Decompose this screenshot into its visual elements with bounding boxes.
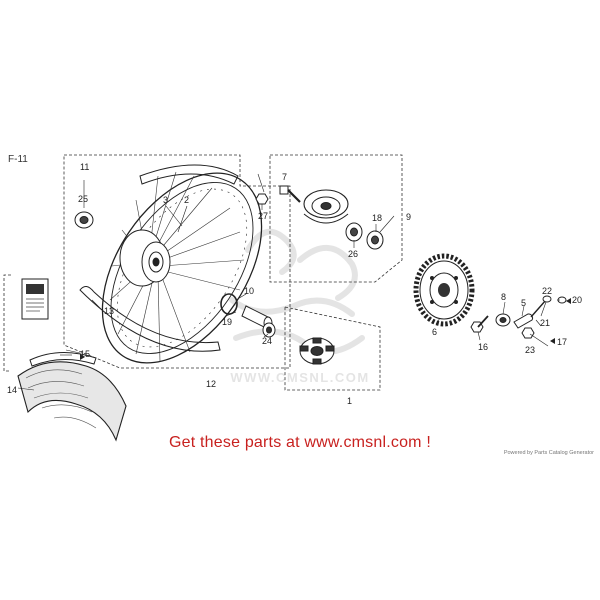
marker-arrows <box>80 298 571 360</box>
seal-24 <box>262 322 276 338</box>
caution-label-sticker <box>21 278 49 320</box>
nut-27 <box>255 193 269 205</box>
collar-8 <box>495 313 511 327</box>
leader-lines <box>17 173 560 391</box>
callout-5: 5 <box>521 298 526 308</box>
callout-9: 9 <box>406 212 411 222</box>
callout-14: 14 <box>7 385 17 395</box>
callout-17: 17 <box>557 337 567 347</box>
rim-strip <box>29 351 97 367</box>
figure-code: F-11 <box>8 154 28 165</box>
seal-18 <box>366 230 384 250</box>
bearing-26 <box>345 222 363 242</box>
callout-26: 26 <box>348 249 358 259</box>
washer-22-20 <box>542 295 567 304</box>
bolt-16 <box>470 315 489 333</box>
powered-by-text: Powered by Parts Catalog Generator <box>503 450 594 456</box>
chain-adjuster-5 <box>513 299 547 329</box>
hub-assembly-dashed-box <box>269 154 403 283</box>
o-ring-10 <box>220 293 238 315</box>
callout-13: 13 <box>104 306 114 316</box>
callout-7: 7 <box>282 172 287 182</box>
wheel-hub <box>119 229 171 287</box>
callout-19: 19 <box>222 317 232 327</box>
callout-25: 25 <box>78 194 88 204</box>
sprocket-hub <box>303 189 349 224</box>
callouts: 1 2 3 5 6 7 8 9 10 11 12 13 14 15 16 17 … <box>7 162 582 406</box>
callout-6: 6 <box>432 327 437 337</box>
bearing-25 <box>74 211 94 229</box>
callout-21: 21 <box>540 318 550 328</box>
callout-22: 22 <box>542 286 552 296</box>
callout-2: 2 <box>184 195 189 205</box>
callout-20: 20 <box>572 295 582 305</box>
callout-23: 23 <box>525 345 535 355</box>
callout-3: 3 <box>163 195 168 205</box>
tire-band-top <box>139 164 239 185</box>
watermark-text: WWW.CMSNL.COM <box>230 370 369 385</box>
callout-1: 1 <box>347 396 352 406</box>
callout-24: 24 <box>262 336 272 346</box>
nut-23 <box>521 327 535 339</box>
cta-link-text[interactable]: Get these parts at www.cmsnl.com ! <box>169 434 431 451</box>
wheel-assembly-dashed-box <box>63 154 291 369</box>
damper-rubber <box>299 337 335 365</box>
damper-dashed-box <box>284 306 381 391</box>
tube-group-bracket <box>3 274 11 372</box>
callout-8: 8 <box>501 292 506 302</box>
callout-27: 27 <box>258 211 268 221</box>
driven-sprocket <box>413 253 475 327</box>
tire <box>17 361 127 442</box>
callout-18: 18 <box>372 213 382 223</box>
callout-10: 10 <box>244 286 254 296</box>
callout-12: 12 <box>206 379 216 389</box>
bolt-7 <box>279 185 301 203</box>
callout-16: 16 <box>478 342 488 352</box>
callout-11: 11 <box>80 162 89 172</box>
rim-band <box>79 286 221 352</box>
callout-15: 15 <box>80 349 90 359</box>
